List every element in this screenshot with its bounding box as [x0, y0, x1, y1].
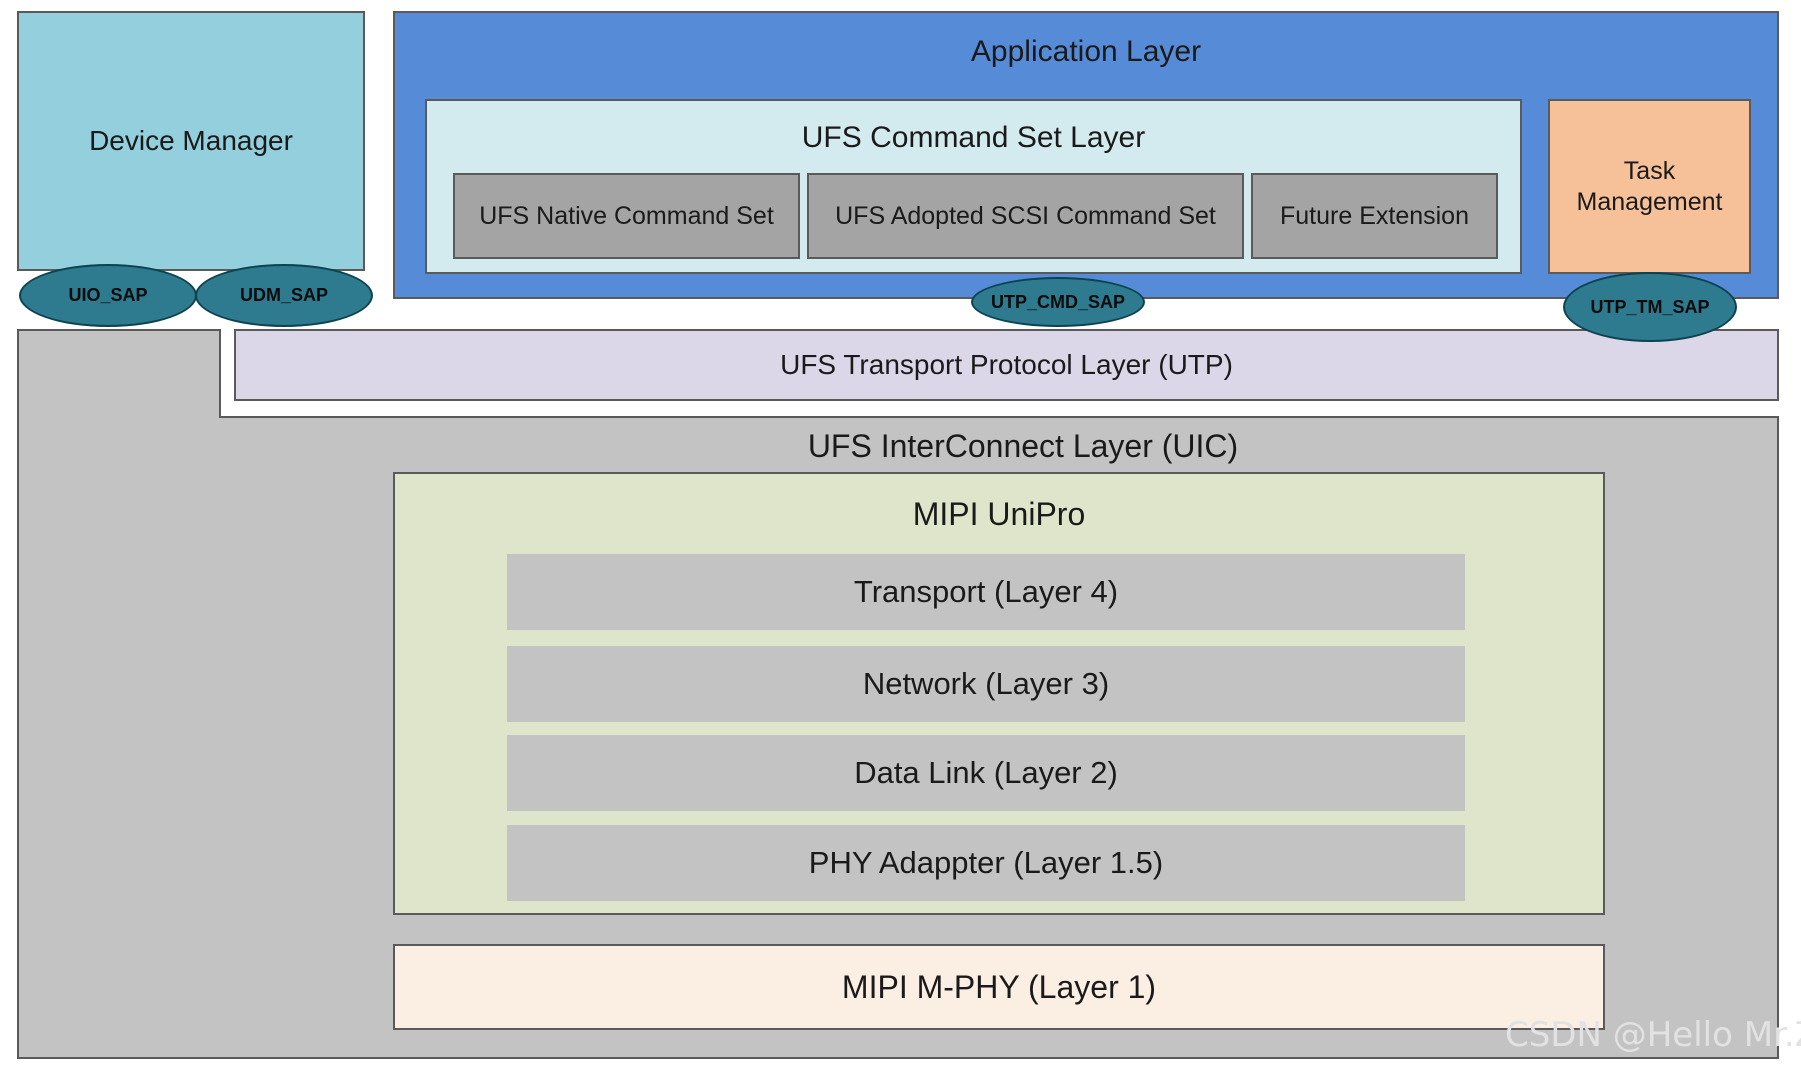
scsi-command-set-label: UFS Adopted SCSI Command Set: [835, 201, 1216, 230]
utp-tm-sap: UTP_TM_SAP: [1563, 272, 1737, 342]
device-manager-label: Device Manager: [89, 125, 293, 156]
mipi-unipro: MIPI UniPro Transport (Layer 4) Network …: [393, 472, 1605, 915]
ufs-command-set-layer: UFS Command Set Layer UFS Native Command…: [425, 99, 1522, 274]
task-management-label-line1: Task: [1623, 156, 1676, 185]
device-manager: Device Manager: [17, 11, 365, 271]
unipro-transport-layer: Transport (Layer 4): [507, 554, 1465, 630]
application-layer: Application Layer UFS Command Set Layer …: [393, 11, 1779, 299]
unipro-network-layer: Network (Layer 3): [507, 646, 1465, 722]
native-command-set-label: UFS Native Command Set: [479, 201, 774, 230]
task-management-label-line2: Management: [1576, 187, 1723, 216]
mipi-mphy-label: MIPI M-PHY (Layer 1): [841, 968, 1157, 1005]
network-layer-label: Network (Layer 3): [862, 666, 1110, 701]
command-set-layer-title: UFS Command Set Layer: [801, 121, 1146, 154]
phy-adapter-layer-label: PHY Adappter (Layer 1.5): [808, 845, 1164, 880]
native-command-set-box: UFS Native Command Set: [453, 173, 800, 259]
unipro-data-link-layer: Data Link (Layer 2): [507, 735, 1465, 811]
utp-layer-label: UFS Transport Protocol Layer (UTP): [780, 349, 1233, 380]
uic-layer-title: UFS InterConnect Layer (UIC): [807, 428, 1239, 464]
utp-layer: UFS Transport Protocol Layer (UTP): [234, 329, 1779, 401]
application-layer-title: Application Layer: [970, 35, 1202, 68]
future-extension-label: Future Extension: [1280, 201, 1469, 230]
mipi-unipro-title: MIPI UniPro: [912, 496, 1086, 532]
mipi-mphy: MIPI M-PHY (Layer 1): [393, 944, 1605, 1030]
uio-sap-label: UIO_SAP: [68, 285, 148, 305]
udm-sap: UDM_SAP: [195, 264, 373, 327]
utp-tm-sap-label: UTP_TM_SAP: [1590, 296, 1710, 317]
watermark: CSDN @Hello Mr.Z: [1505, 1015, 1801, 1055]
task-management-box: Task Management: [1548, 99, 1751, 274]
unipro-phy-adapter-layer: PHY Adappter (Layer 1.5): [507, 825, 1465, 901]
transport-layer-label: Transport (Layer 4): [853, 574, 1119, 609]
utp-cmd-sap: UTP_CMD_SAP: [971, 277, 1145, 327]
scsi-command-set-box: UFS Adopted SCSI Command Set: [807, 173, 1244, 259]
future-extension-box: Future Extension: [1251, 173, 1498, 259]
utp-cmd-sap-label: UTP_CMD_SAP: [990, 291, 1126, 312]
uio-sap: UIO_SAP: [19, 264, 197, 327]
data-link-layer-label: Data Link (Layer 2): [854, 755, 1118, 790]
udm-sap-label: UDM_SAP: [239, 285, 328, 305]
